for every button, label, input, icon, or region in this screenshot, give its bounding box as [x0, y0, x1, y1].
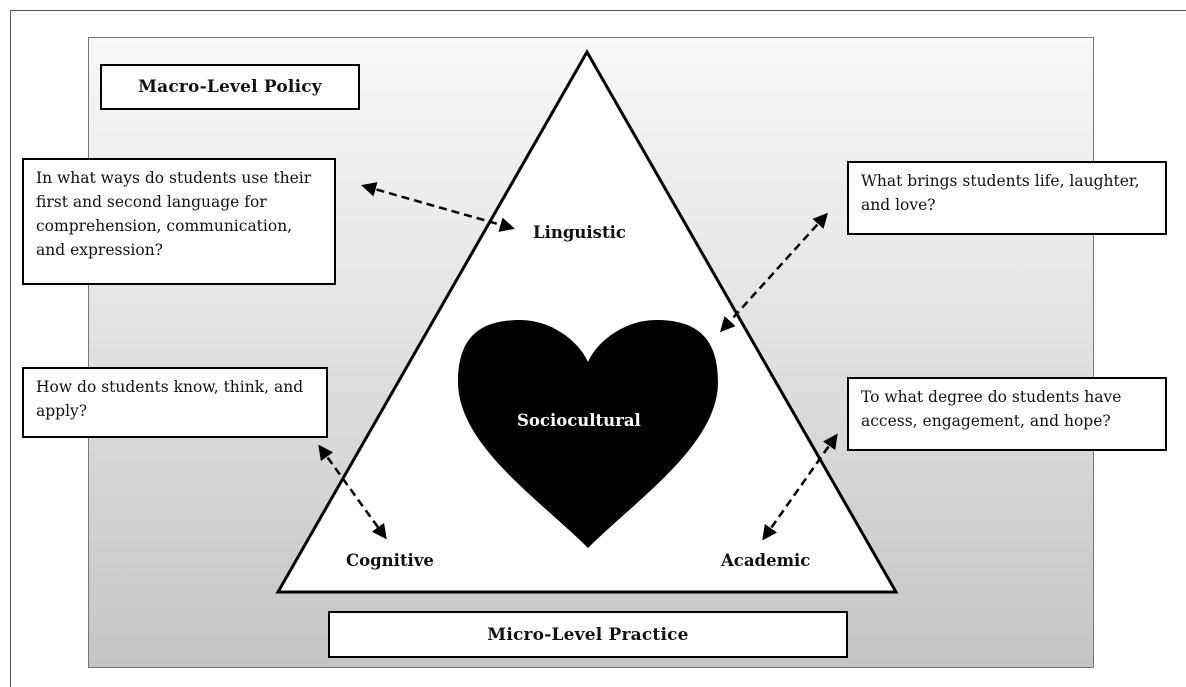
academic-vertex-label: Academic	[721, 551, 811, 570]
arrow-cognitive	[318, 444, 387, 540]
academic-question-text: To what degree do students have access, …	[861, 388, 1122, 430]
arrow-sociocultural	[719, 212, 829, 333]
sociocultural-question-box: What brings students life, laughter, and…	[847, 161, 1167, 235]
figure-frame	[10, 10, 1186, 687]
sociocultural-question-text: What brings students life, laughter, and…	[861, 172, 1140, 214]
sociocultural-label: Sociocultural	[517, 411, 641, 430]
micro-level-practice-box: Micro-Level Practice	[328, 611, 848, 658]
micro-level-practice-label: Micro-Level Practice	[487, 624, 689, 645]
cognitive-question-box: How do students know, think, and apply?	[22, 367, 328, 438]
linguistic-vertex-label: Linguistic	[533, 223, 626, 242]
arrow-academic	[762, 433, 838, 541]
cognitive-vertex-label: Cognitive	[346, 551, 434, 570]
macro-level-policy-box: Macro-Level Policy	[100, 64, 360, 110]
macro-level-policy-label: Macro-Level Policy	[138, 77, 322, 97]
academic-question-box: To what degree do students have access, …	[847, 377, 1167, 451]
linguistic-question-text: In what ways do students use their first…	[36, 169, 312, 259]
arrow-linguistic	[361, 182, 515, 232]
cognitive-question-text: How do students know, think, and apply?	[36, 378, 304, 420]
linguistic-question-box: In what ways do students use their first…	[22, 158, 336, 285]
heart-shape	[458, 320, 718, 548]
